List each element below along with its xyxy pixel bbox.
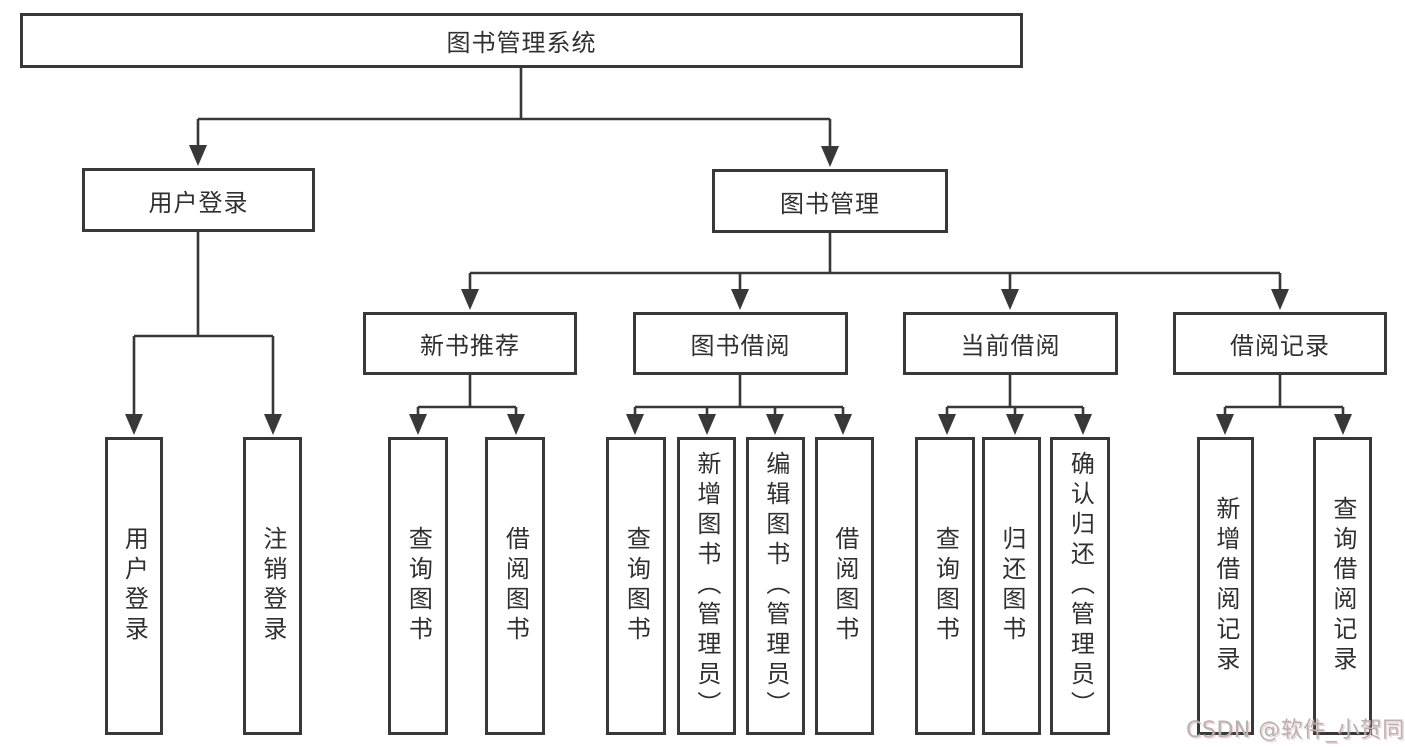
arrowhead-icon	[1001, 289, 1019, 310]
node-label: 借阅图书	[830, 526, 859, 646]
edge-borrow-to-leaves	[633, 375, 845, 419]
edge-mgmt-to-level3	[468, 233, 1282, 294]
node-label: 确认归还（管理员）	[1066, 451, 1095, 721]
node-borrowing-records: 借阅记录	[1173, 312, 1387, 375]
node-label: 借阅记录	[1230, 332, 1330, 360]
edge-login-to-leaves	[132, 232, 275, 419]
arrowhead-icon	[821, 146, 839, 167]
node-label: 新书推荐	[420, 332, 520, 360]
node-user-login: 用户登录	[82, 168, 315, 232]
node-label: 查询图书	[622, 526, 651, 646]
csdn-watermark: CSDN @软件_小贺同学	[1186, 718, 1405, 743]
node-label: 注销登录	[258, 526, 287, 646]
arrowhead-icon	[507, 414, 525, 435]
arrowhead-icon	[698, 414, 716, 435]
node-label: 图书管理	[780, 189, 880, 218]
arrowhead-icon	[731, 289, 749, 310]
arrowhead-icon	[766, 414, 784, 435]
arrowhead-icon	[626, 414, 644, 435]
node-book-management: 图书管理	[712, 169, 948, 233]
node-label: 归还图书	[997, 526, 1026, 646]
arrowhead-icon	[938, 414, 956, 435]
node-label: 新增图书（管理员）	[692, 451, 721, 721]
leaf-logout: 注销登录	[243, 437, 302, 735]
edge-root-to-level2	[196, 68, 832, 151]
node-label: 查询图书	[931, 526, 960, 646]
arrowhead-icon	[1216, 414, 1234, 435]
node-new-book-recommend: 新书推荐	[363, 312, 577, 375]
node-label: 借阅图书	[501, 526, 530, 646]
leaf-records-query-record: 查询借阅记录	[1313, 437, 1372, 735]
arrowhead-icon	[125, 414, 143, 435]
leaf-current-query-books: 查询图书	[915, 437, 975, 735]
node-label: 查询图书	[404, 526, 433, 646]
arrowhead-icon	[189, 145, 207, 166]
leaf-current-confirm-return-admin: 确认归还（管理员）	[1050, 437, 1110, 735]
edge-records-to-leaves	[1223, 375, 1345, 419]
leaf-borrow-query-books: 查询图书	[606, 437, 666, 735]
node-label: 图书借阅	[690, 332, 791, 360]
node-label: 用户登录	[148, 188, 249, 217]
leaf-borrow-borrow-books: 借阅图书	[815, 437, 874, 735]
leaf-current-return-books: 归还图书	[982, 437, 1041, 735]
arrowhead-icon	[461, 289, 479, 310]
leaf-newrec-query-books: 查询图书	[388, 437, 448, 735]
arrowhead-icon	[409, 414, 427, 435]
leaf-borrow-edit-books-admin: 编辑图书（管理员）	[746, 437, 805, 735]
node-label: 编辑图书（管理员）	[761, 451, 790, 721]
arrowhead-icon	[1006, 414, 1024, 435]
leaf-newrec-borrow-books: 借阅图书	[485, 437, 545, 735]
node-root: 图书管理系统	[20, 13, 1023, 68]
arrowhead-icon	[1271, 289, 1289, 310]
node-label: 用户登录	[120, 526, 149, 646]
arrowheads	[125, 145, 1352, 435]
node-label: 图书管理系统	[446, 29, 597, 57]
leaf-records-add-record: 新增借阅记录	[1197, 437, 1254, 735]
arrowhead-icon	[1074, 414, 1092, 435]
arrowhead-icon	[834, 414, 852, 435]
node-label: 新增借阅记录	[1211, 496, 1240, 676]
node-label: 查询借阅记录	[1328, 496, 1357, 676]
leaf-user-login: 用户登录	[105, 437, 163, 735]
edge-current-to-leaves	[945, 375, 1085, 419]
arrowhead-icon	[1334, 414, 1352, 435]
node-current-borrowing: 当前借阅	[903, 312, 1118, 375]
node-book-borrowing: 图书借阅	[633, 312, 848, 375]
node-label: 当前借阅	[960, 332, 1061, 360]
edge-newbook-to-leaves	[416, 375, 518, 419]
leaf-borrow-add-books-admin: 新增图书（管理员）	[677, 437, 736, 735]
arrowhead-icon	[264, 414, 282, 435]
